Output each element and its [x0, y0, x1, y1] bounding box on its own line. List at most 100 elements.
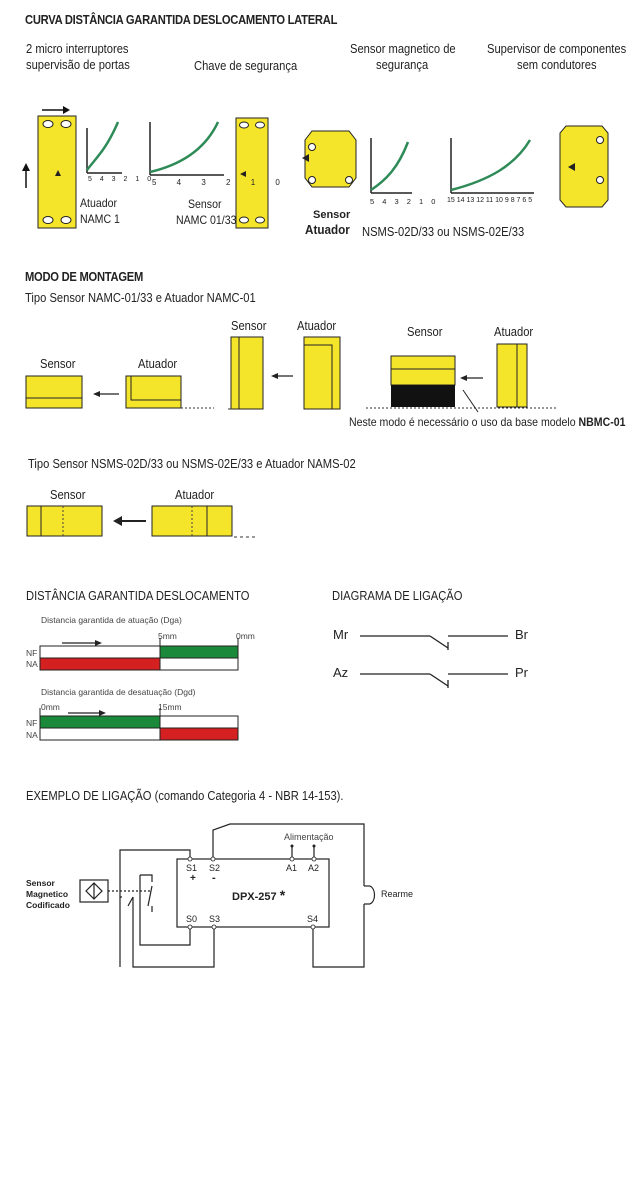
dga-na-off [159, 657, 239, 671]
dgd-arrow-head [99, 710, 106, 716]
device-namc1-hole [42, 120, 54, 128]
device-namc1-hole [60, 120, 72, 128]
wiring-diagram [360, 635, 508, 688]
base-note: Neste modo é necessário o uso da base mo… [349, 415, 626, 429]
wire-s4 [312, 904, 365, 968]
rearme-curve [369, 885, 376, 905]
mount-b-arrow-head [271, 373, 278, 379]
col1-line2: supervisão de portas [26, 57, 130, 72]
montagem-sensor-b: Sensor [231, 318, 267, 333]
dgd-na-on [159, 727, 239, 741]
chart4-ticks: 15 14 13 12 11 10 9 8 7 6 5 [447, 197, 533, 204]
col4-line1: Supervisor de componentes [487, 41, 627, 56]
mount-c-sensor [390, 355, 456, 386]
section-heading-montagem: MODO DE MONTAGEM [25, 269, 144, 284]
mount-a-sensor [25, 375, 83, 409]
atuador-namc1-line1: Atuador [80, 196, 117, 210]
alimentacao-label: Alimentação [284, 832, 334, 842]
nsms-sensor-label: Sensor [50, 487, 86, 502]
nsms-arrow-head [113, 516, 122, 526]
terminal-a1: A1 [286, 863, 298, 873]
montagem-atuador-c: Atuador [494, 324, 534, 339]
chart3-ticks: 5 4 3 2 1 0 [370, 197, 438, 206]
section1-graphics [22, 106, 609, 229]
device-mark: * [279, 887, 286, 903]
chart3-curve [370, 141, 410, 192]
sensor-bold-label: Sensor [313, 209, 351, 221]
mount-c-base [391, 385, 455, 407]
terminal-a2: A2 [308, 863, 320, 873]
contact-1 [127, 896, 134, 907]
mount-a-actuator [125, 375, 182, 409]
mount-b-actuator [303, 336, 341, 410]
mr-contact [429, 635, 449, 649]
sensor-line1: Sensor [26, 878, 55, 888]
mount-c-actuator [496, 343, 528, 408]
sensor-line2: Magnetico [26, 889, 69, 899]
contact-2 [147, 885, 153, 907]
montagem-atuador-a: Atuador [138, 356, 178, 371]
device-namc0133-hole [239, 121, 249, 129]
nsms-sensor-block [26, 505, 103, 537]
device-nsms-hole [308, 143, 316, 151]
mount-a-arrow-head [93, 391, 100, 397]
device-namc0133-hole [239, 216, 249, 224]
col4-line2: sem condutores [517, 57, 597, 72]
device-nsms-marker [302, 154, 309, 162]
arrow-right-head [63, 106, 70, 114]
device-nams02-hole [596, 176, 604, 184]
device-namc1-hole [60, 216, 72, 224]
device-nams02-hole [596, 136, 604, 144]
device-namc1-marker [55, 170, 61, 176]
chart4-curve [450, 139, 532, 192]
chart4-ticks: 15 14 13 12 11 10 9 8 7 6 5 [447, 197, 532, 204]
mount-c-note-pointer [462, 389, 479, 413]
chart1 [86, 121, 122, 174]
wire-s0 [139, 875, 191, 946]
chart3-ticks: 5 4 3 2 1 0 [370, 197, 439, 206]
node-a2 [311, 856, 317, 862]
montagem-sensor-a: Sensor [40, 356, 76, 371]
device-namc0133-hole [255, 121, 265, 129]
section-heading-distancia: DISTÂNCIA GARANTIDA DESLOCAMENTO [26, 588, 250, 603]
sensor-line3: Codificado [26, 900, 70, 910]
node-a1 [289, 856, 295, 862]
terminal-s4: S4 [307, 914, 319, 924]
section3-graphics [26, 505, 258, 538]
section-heading-exemplo: EXEMPLO DE LIGAÇÃO (comando Categoria 4 … [26, 788, 344, 803]
terminal-s0: S0 [186, 914, 198, 924]
chart1-ticks: 5 4 3 2 1 0 [88, 176, 154, 183]
chart4 [450, 138, 534, 194]
arrow-up-head [22, 163, 30, 171]
montagem-sensor-c: Sensor [407, 324, 443, 339]
node-s1 [187, 856, 193, 862]
device-namc0133-hole [255, 216, 265, 224]
chart3 [370, 138, 412, 194]
node-s4 [310, 924, 316, 930]
az-contact [429, 673, 449, 687]
wire-br: Br [515, 627, 528, 642]
section-heading-diagrama: DIAGRAMA DE LIGAÇÃO [332, 588, 463, 603]
col1-line1: 2 micro interruptores [26, 41, 129, 56]
sensor-namc-line2: NAMC 01/33 [176, 213, 237, 227]
wire-az: Az [333, 665, 349, 680]
node-s2 [210, 856, 216, 862]
device-namc0133-marker [240, 171, 246, 177]
connection-schematic [79, 823, 376, 968]
mount-b-actuator-line [304, 344, 333, 409]
dga-0mm: 0mm [236, 631, 255, 641]
section-heading-curva: CURVA DISTÂNCIA GARANTIDA DESLOCAMENTO L… [25, 12, 338, 27]
dga-label: Distancia garantida de atuação (Dga) [41, 615, 182, 625]
distance-bars [39, 638, 239, 741]
device-nams02 [559, 125, 609, 208]
device-nams02-marker [568, 163, 575, 171]
device-namc1-hole [42, 216, 54, 224]
dgd-label: Distancia garantida de desatuação (Dgd) [41, 687, 196, 697]
nsms-atuador-label: Atuador [175, 487, 215, 502]
power-node [290, 844, 294, 848]
atuador-bold-label: Atuador [305, 222, 350, 237]
nf-label-2: NF [26, 718, 38, 728]
wire-pr: Pr [515, 665, 528, 680]
chart2 [149, 121, 224, 176]
na-label-2: NA [26, 730, 38, 740]
